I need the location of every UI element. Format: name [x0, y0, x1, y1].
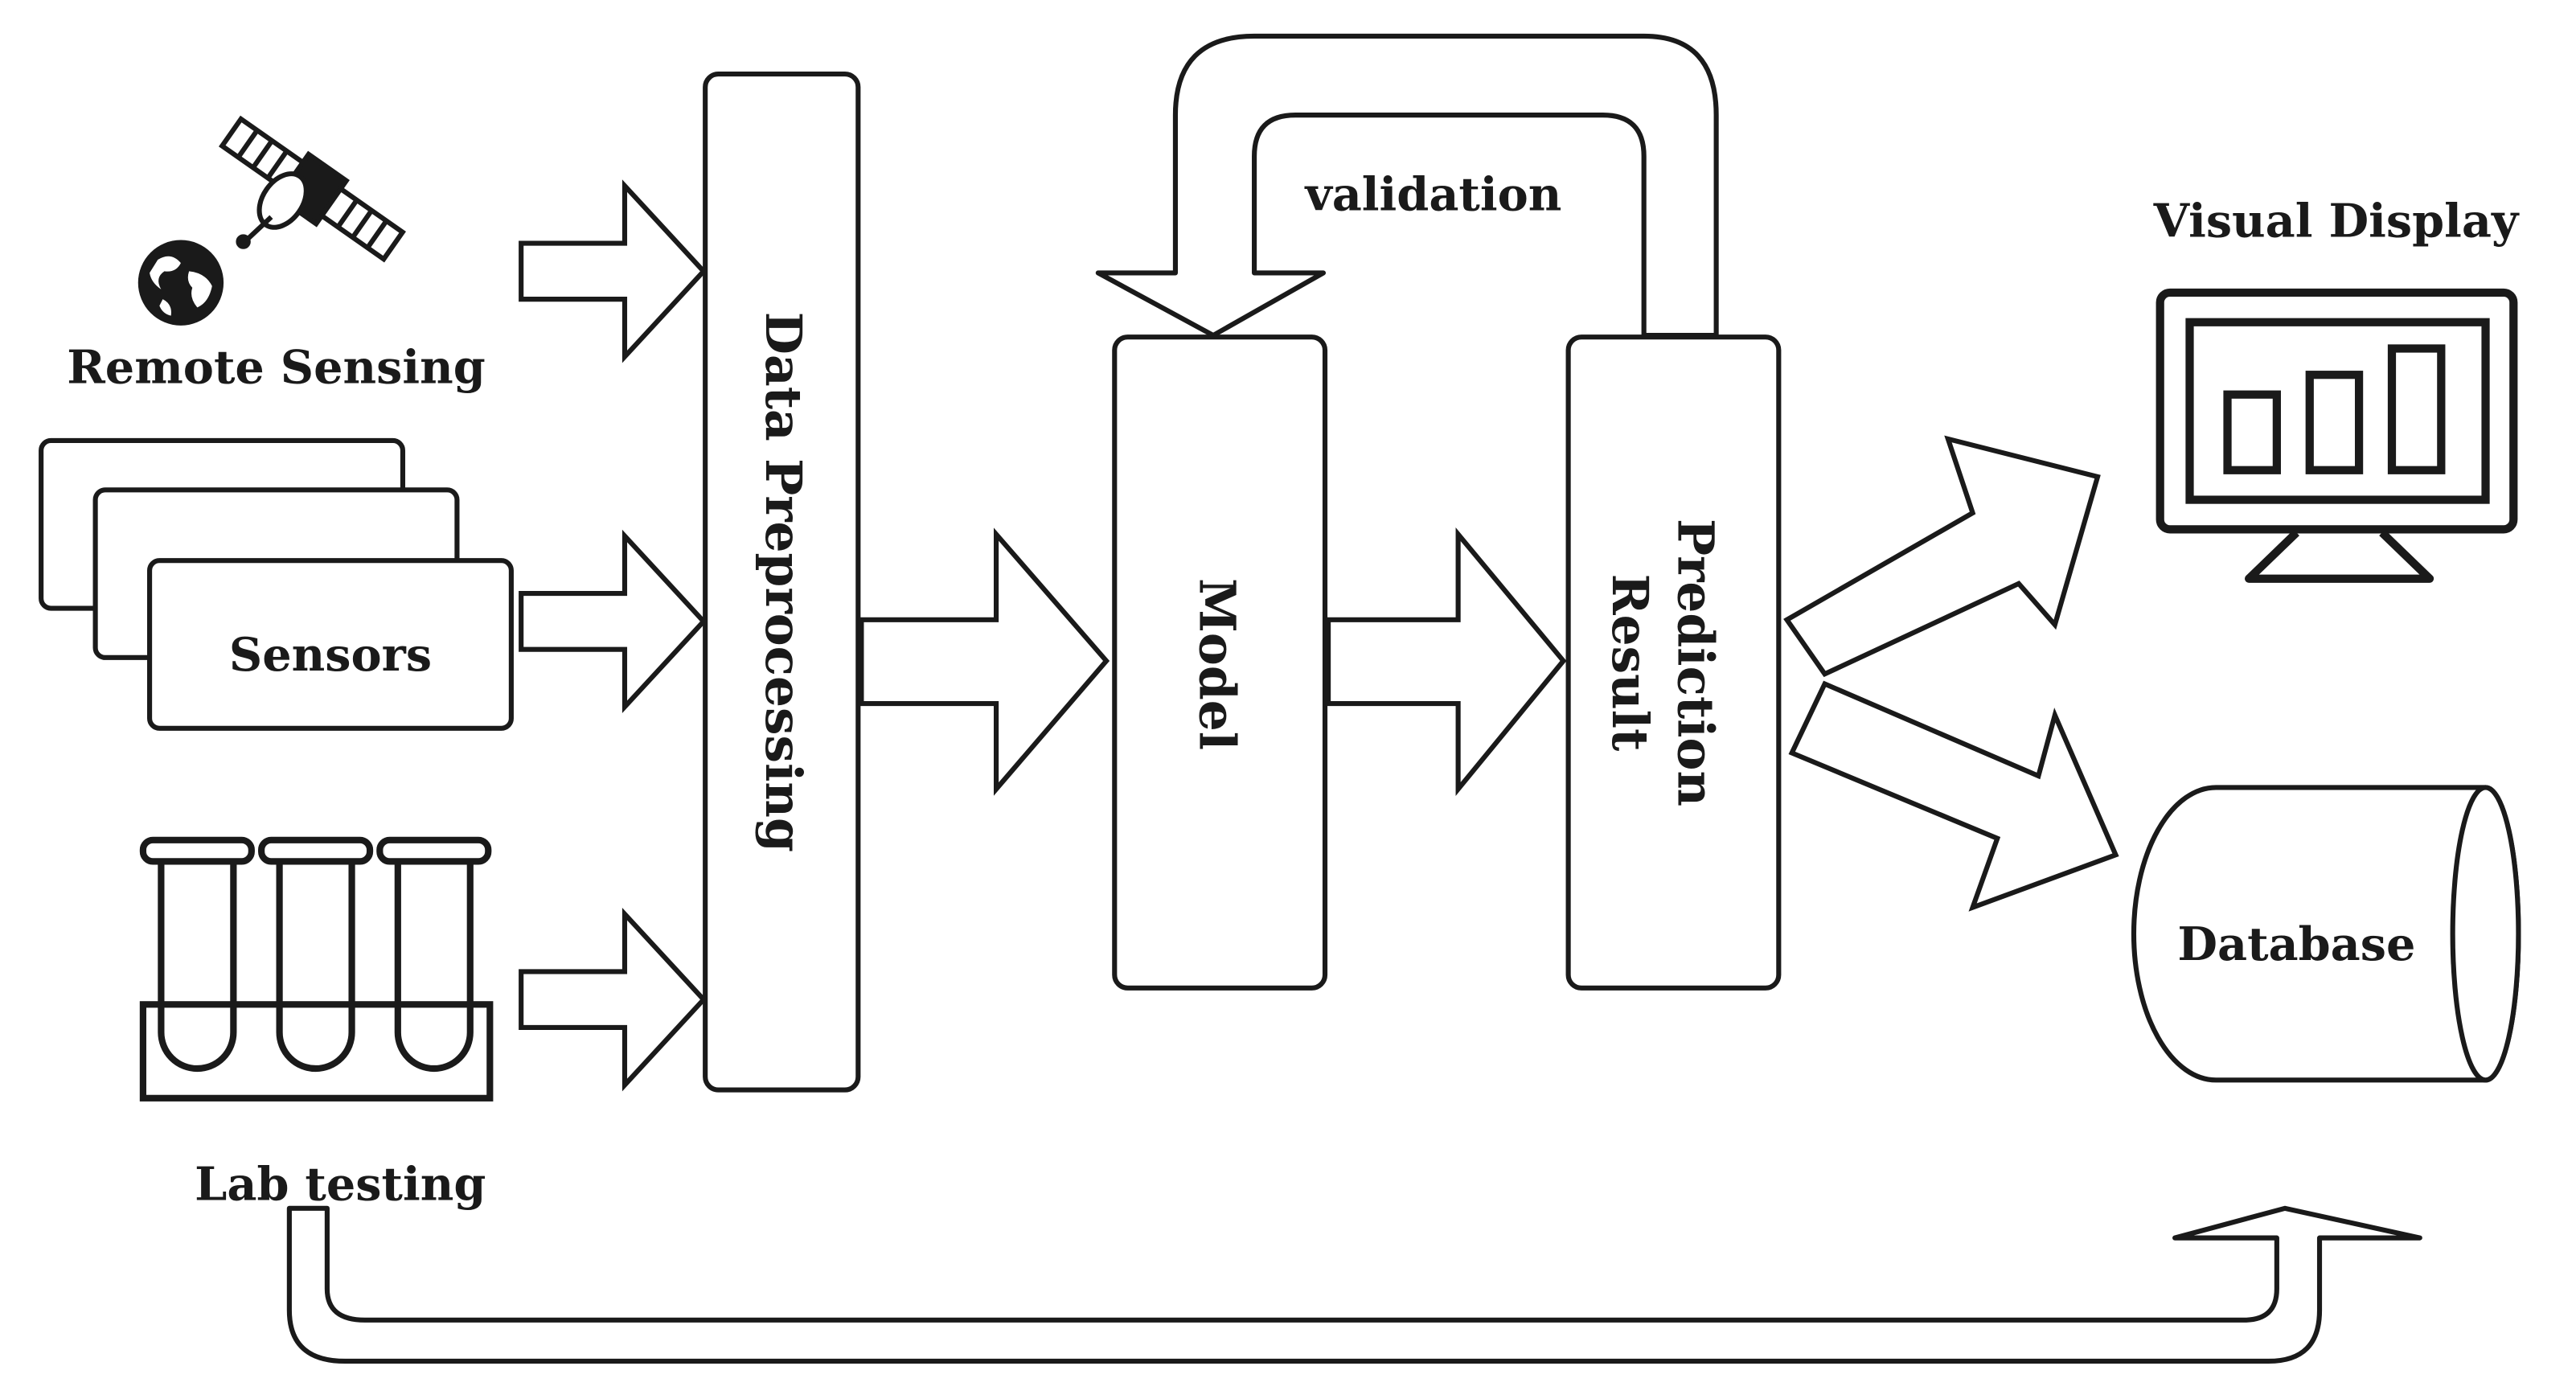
- lab-to-database-arrow: [286, 1205, 2422, 1364]
- lab-testing-label: Lab testing: [195, 1157, 486, 1212]
- validation-label: validation: [1303, 167, 1561, 222]
- model-box: [1112, 334, 1328, 991]
- globe-icon: [137, 240, 224, 326]
- result-label: Result: [1601, 574, 1659, 752]
- lab-testing-arrow: [519, 907, 708, 1092]
- model-label: Model: [1188, 578, 1246, 750]
- database-label: Database: [2177, 917, 2415, 971]
- sensor-cards-icon: [39, 437, 514, 731]
- input-arrows: [519, 179, 708, 1092]
- prediction-to-database-arrow: [1788, 680, 2119, 912]
- visual-display-label: Visual Display: [2153, 193, 2520, 248]
- prediction-label: Prediction: [1667, 519, 1725, 806]
- model-to-prediction-arrow: [1326, 527, 1567, 797]
- validation-loop-arrow: [1095, 33, 1719, 338]
- data-preprocessing-label: Data Preprocessing: [754, 312, 812, 852]
- sensors-arrow: [519, 529, 708, 714]
- data-preprocessing-box: [703, 71, 861, 1093]
- database-cylinder-icon: [2131, 785, 2521, 1083]
- remote-sensing-label: Remote Sensing: [67, 339, 486, 394]
- prediction-to-display-arrow: [1783, 435, 2101, 678]
- monitor-icon: [2156, 288, 2518, 583]
- preprocessing-to-model-arrow: [859, 527, 1110, 796]
- remote-sensing-arrow: [519, 179, 708, 363]
- satellite-icon: [219, 115, 406, 263]
- sensors-label: Sensors: [229, 627, 432, 682]
- test-tubes-icon: [139, 836, 494, 1102]
